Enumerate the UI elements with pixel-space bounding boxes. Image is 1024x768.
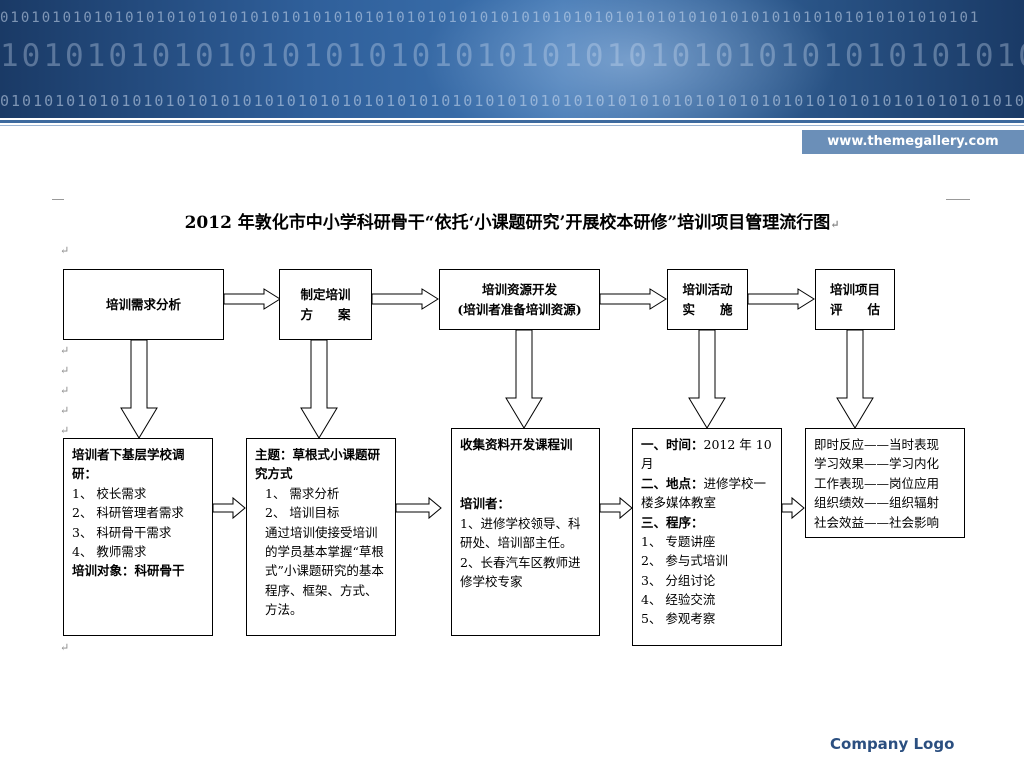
arrow-right — [212, 496, 246, 520]
paragraph-mark: ↵ — [60, 244, 70, 257]
corner-mark-right — [946, 199, 970, 200]
detail-item: 2、 科研管理者需求 — [72, 505, 184, 521]
detail-body: 通过培训使接受培训的学员基本掌握“草根式”小课题研究的基本程序、框架、方式、方法… — [265, 524, 384, 618]
detail-activity: 一、时间：2012 年 10 月 二、地点：进修学校一楼多媒体教室 三、程序： … — [632, 428, 782, 646]
detail-plan: 主题：草根式小课题研究方式 1、 需求分析 2、 培训目标 通过培训使接受培训的… — [246, 438, 396, 636]
node-activity: 培训活动 实 施 — [667, 269, 748, 330]
detail-item: 社会效益——社会影响 — [814, 514, 940, 530]
header-rule-thin — [0, 125, 1024, 126]
detail-line: 二、地点：进修学校一楼多媒体教室 — [641, 475, 767, 511]
node-label: 培训活动 — [682, 282, 733, 298]
detail-needs: 培训者下基层学校调研： 1、 校长需求 2、 科研管理者需求 3、 科研骨干需求… — [63, 438, 213, 636]
binary-row-bottom: 0101010101010101010101010101010101010101… — [0, 92, 1024, 110]
detail-item: 3、 分组讨论 — [641, 572, 716, 588]
detail-item: 1、 专题讲座 — [641, 533, 716, 549]
detail-resources: 收集资料开发课程训 培训者： 1、进修学校领导、科研处、培训部主任。 2、长春汽… — [451, 428, 600, 636]
detail-label: 培训者： — [460, 496, 511, 512]
corner-mark-left — [52, 199, 64, 200]
node-label: 培训资源开发 — [481, 282, 557, 298]
detail-line: 一、时间：2012 年 10 月 — [641, 437, 772, 472]
binary-row-small: 0101010101010101010101010101010101010101… — [0, 10, 981, 26]
paragraph-mark: ↵ — [60, 404, 70, 417]
arrow-right — [747, 288, 815, 310]
detail-item: 学习效果——学习内化 — [814, 456, 940, 472]
detail-item: 2、 培训目标 — [265, 505, 340, 521]
binary-row-large: 1010101010101010101010101010101010101010… — [0, 38, 1024, 74]
node-plan: 制定培训 方 案 — [279, 269, 372, 340]
node-resources: 培训资源开发 (培训者准备培训资源) — [439, 269, 600, 330]
arrow-down — [836, 329, 874, 429]
node-label: 方 案 — [300, 306, 351, 322]
detail-item: 即时反应——当时表现 — [814, 437, 940, 452]
detail-item: 3、 科研骨干需求 — [72, 524, 172, 540]
node-label: 实 施 — [682, 301, 733, 317]
arrow-right — [599, 496, 633, 520]
paragraph-mark: ↵ — [60, 641, 70, 654]
detail-heading: 主题：草根式小课题研究方式 — [255, 447, 381, 482]
header-rule-thick — [0, 120, 1024, 123]
arrow-down — [300, 339, 338, 439]
node-label: 制定培训 — [300, 287, 351, 303]
paragraph-mark: ↵ — [60, 364, 70, 377]
banner-glow — [420, 0, 840, 118]
node-label: 评 估 — [829, 301, 880, 317]
node-evaluation: 培训项目 评 估 — [815, 269, 895, 330]
detail-label: 三、程序： — [641, 514, 704, 530]
detail-item: 5、 参观考察 — [641, 611, 716, 627]
detail-item: 1、 需求分析 — [265, 485, 340, 501]
detail-item: 工作表现——岗位应用 — [814, 475, 940, 491]
detail-heading: 培训者下基层学校调研： — [72, 447, 185, 482]
detail-item: 2、长春汽车区教师进修学校专家 — [460, 554, 581, 589]
arrow-down — [688, 329, 726, 429]
arrow-right — [599, 288, 667, 310]
arrow-down — [505, 329, 543, 429]
node-label: 培训需求分析 — [105, 296, 181, 312]
arrow-right — [223, 288, 281, 310]
detail-item: 4、 教师需求 — [72, 543, 147, 559]
detail-item: 2、 参与式培训 — [641, 553, 728, 569]
detail-item: 组织绩效——组织辐射 — [814, 495, 940, 511]
arrow-right — [395, 496, 442, 520]
detail-footer: 培训对象：科研骨干 — [72, 563, 185, 579]
paragraph-mark: ↵ — [60, 344, 70, 357]
arrow-down — [120, 339, 158, 439]
detail-heading: 收集资料开发课程训 — [460, 437, 573, 452]
header-banner: 0101010101010101010101010101010101010101… — [0, 0, 1024, 118]
url-bar: www.themegallery.com — [802, 130, 1024, 154]
detail-evaluation: 即时反应——当时表现 学习效果——学习内化 工作表现——岗位应用 组织绩效——组… — [805, 428, 965, 538]
diagram-title: 2012 年敦化市中小学科研骨干“依托‘小课题研究’开展校本研修”培训项目管理流… — [184, 213, 840, 233]
detail-item: 1、进修学校领导、科研处、培训部主任。 — [460, 515, 581, 551]
detail-spacer — [460, 454, 591, 494]
paragraph-mark: ↵ — [60, 384, 70, 397]
detail-item: 4、 经验交流 — [641, 592, 716, 607]
arrow-right — [371, 288, 439, 310]
node-label: (培训者准备培训资源) — [457, 301, 582, 317]
company-logo: Company Logo — [830, 735, 955, 753]
arrow-right — [781, 496, 805, 520]
detail-item: 1、 校长需求 — [72, 485, 147, 501]
node-label: 培训项目 — [829, 282, 880, 298]
paragraph-mark: ↵ — [60, 424, 70, 437]
node-needs-analysis: 培训需求分析 — [63, 269, 224, 340]
